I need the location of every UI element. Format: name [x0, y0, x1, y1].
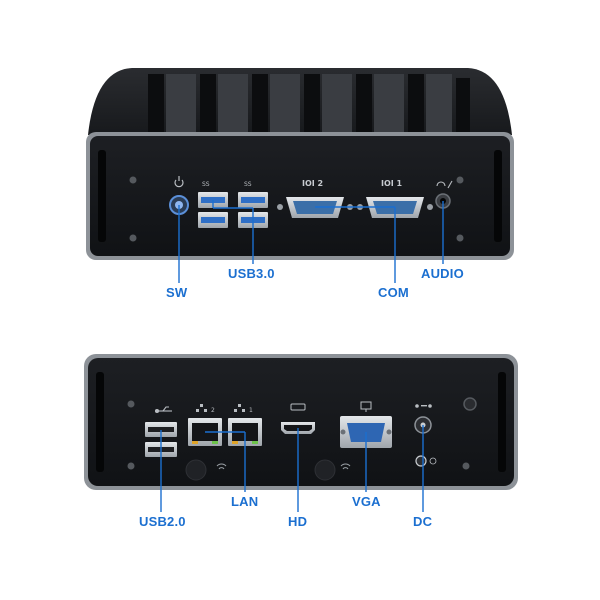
- callout-hd: HD: [288, 514, 308, 529]
- usb-icon: [154, 406, 172, 414]
- rear-knob: [463, 397, 477, 411]
- front-callout-lines: [178, 200, 444, 283]
- front-unit: SS SS IOI 2 IOI 1: [86, 68, 514, 283]
- usb3-marking-a: SS: [202, 181, 210, 188]
- callout-dc: DC: [413, 514, 433, 529]
- hdmi-icon: [290, 403, 306, 411]
- rear-screws: [127, 400, 470, 470]
- callout-usb2: USB2.0: [139, 514, 186, 529]
- callout-sw: SW: [166, 285, 188, 300]
- heatsink-fins: [148, 74, 470, 132]
- com2-marking: IOI 2: [302, 179, 323, 188]
- usb3-marking-b: SS: [244, 181, 252, 188]
- lan2-marking: 2: [211, 407, 215, 414]
- usb-ss-icon: SS SS: [202, 181, 252, 188]
- front-panel: [90, 136, 510, 256]
- headset-mic-icon: [436, 180, 453, 189]
- callout-lan: LAN: [231, 494, 259, 509]
- callout-audio: AUDIO: [421, 266, 464, 281]
- monitor-icon: [360, 401, 372, 412]
- callout-vga: VGA: [352, 494, 381, 509]
- dc-polarity-icon: [415, 404, 432, 408]
- com1-marking: IOI 1: [381, 179, 403, 188]
- antenna-mount-2: [314, 459, 336, 481]
- callout-com: COM: [378, 285, 409, 300]
- rear-unit: 2 1: [84, 354, 518, 512]
- callout-usb3: USB3.0: [228, 266, 275, 281]
- network-icon: [196, 404, 245, 412]
- lan1-marking: 1: [249, 407, 253, 414]
- front-screws: [129, 176, 464, 242]
- power-icon: [174, 176, 184, 188]
- rear-callout-lines: [160, 425, 424, 512]
- antenna-mount-1: [185, 459, 207, 481]
- wifi-icon: [216, 463, 351, 470]
